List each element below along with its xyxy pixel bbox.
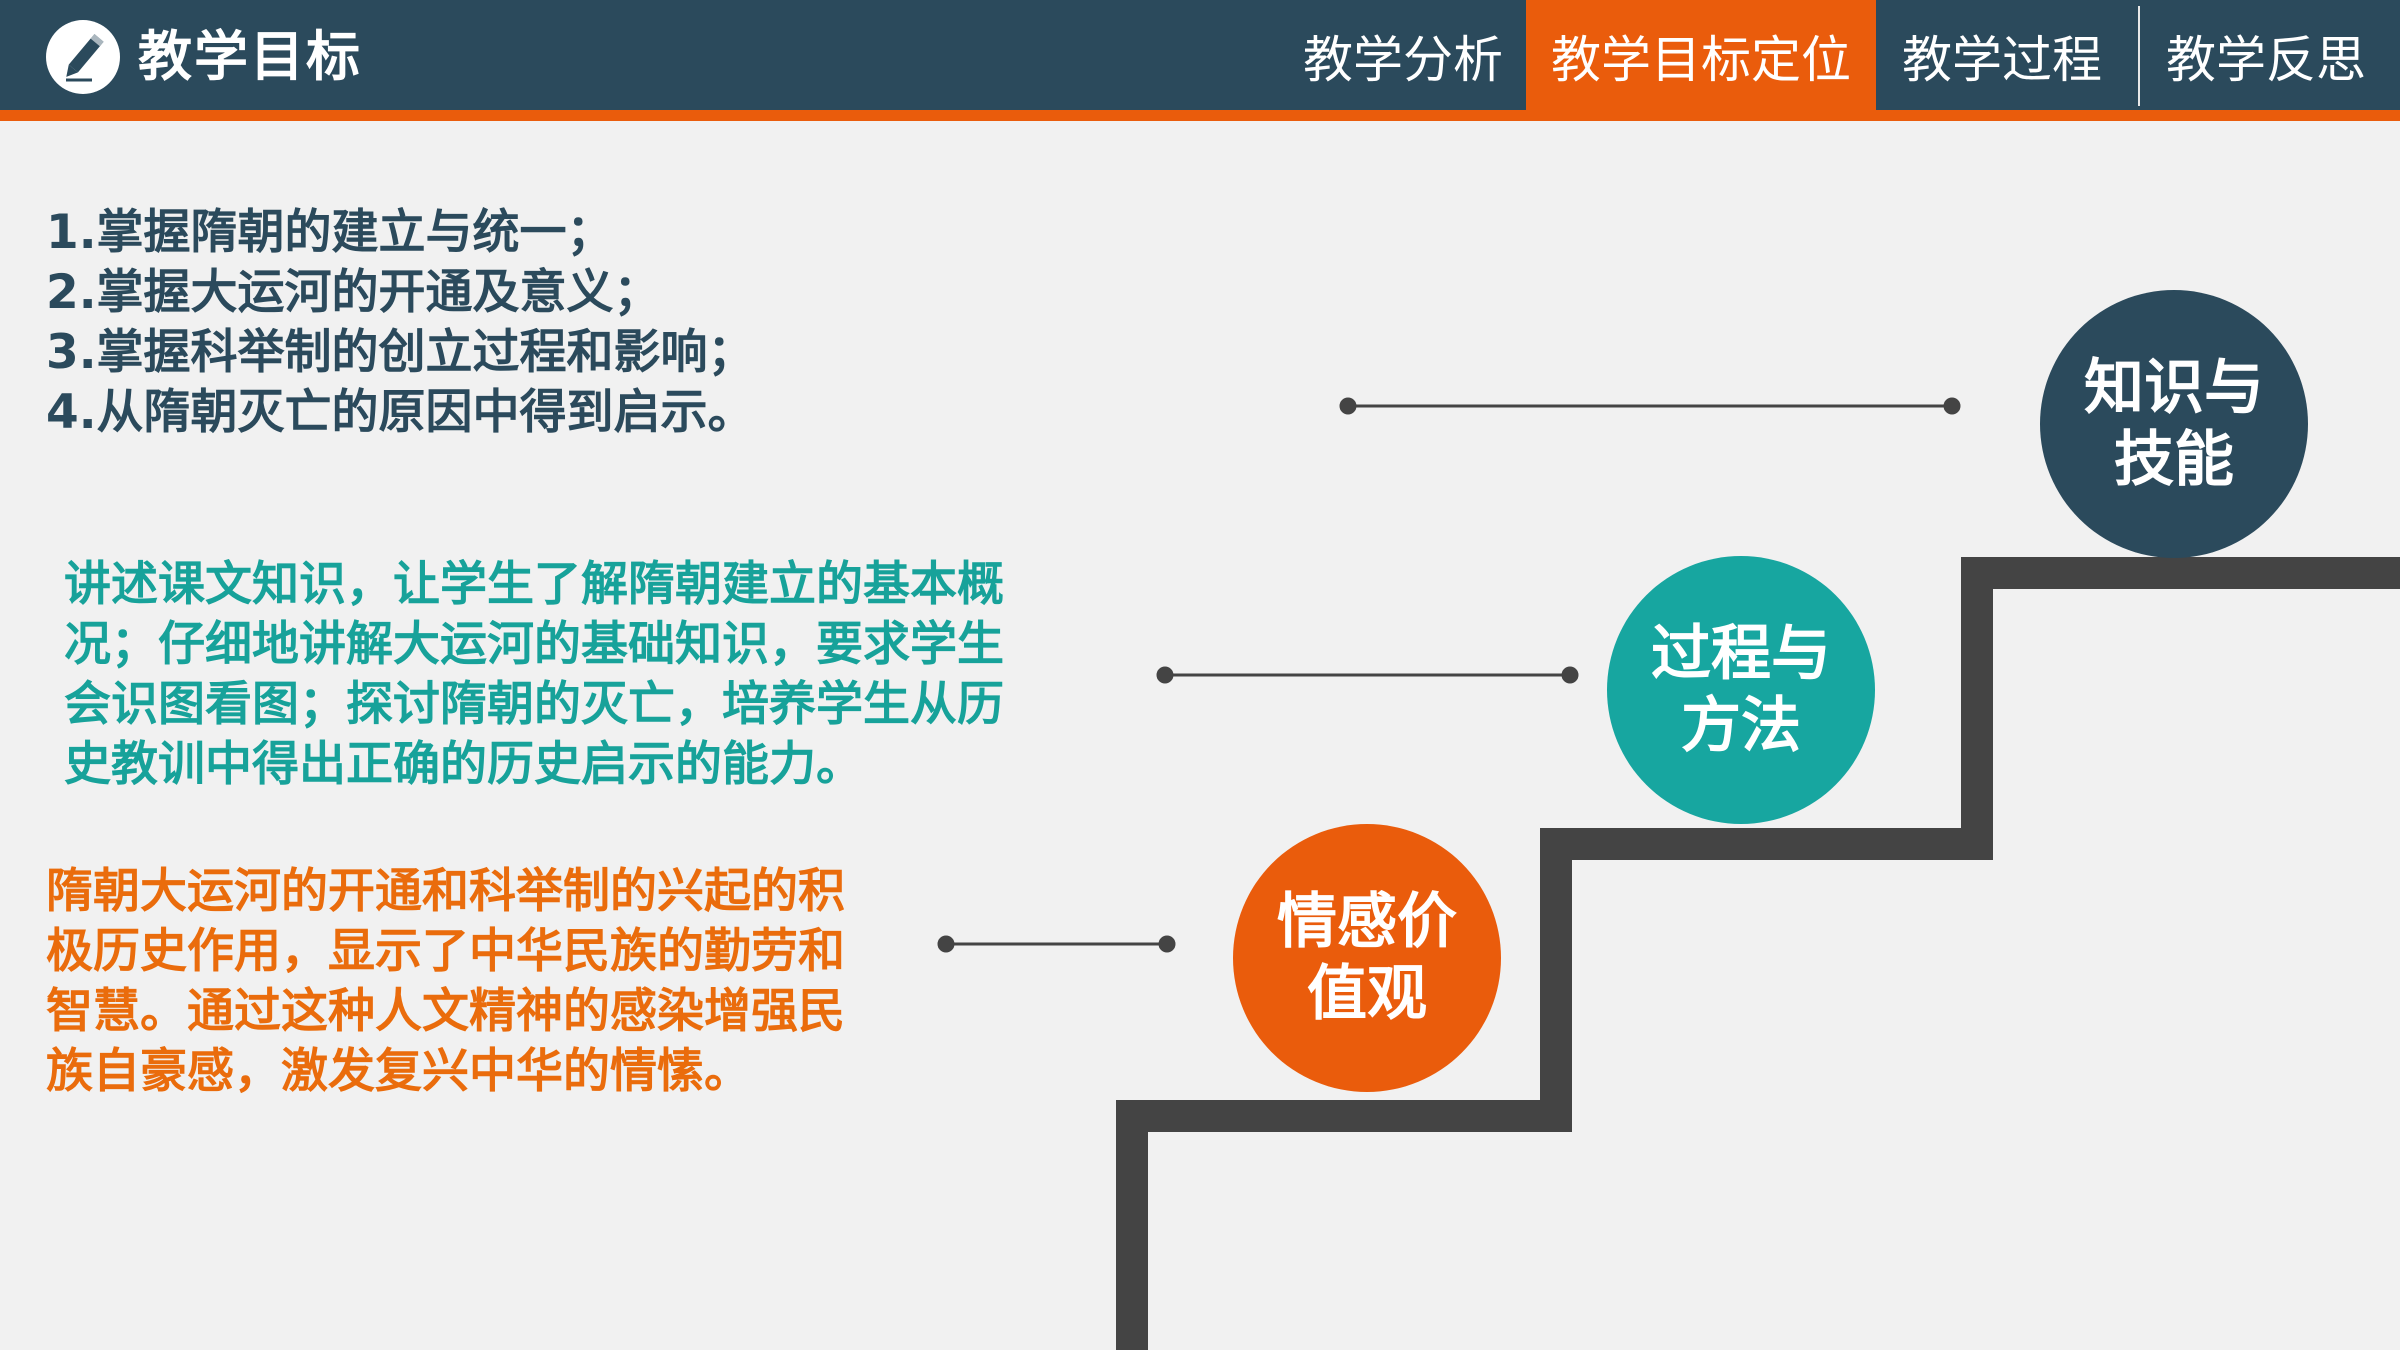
emotion-goal-line: 极历史作用，显示了中华民族的勤劳和 [46, 924, 845, 979]
knowledge-connector [1339, 397, 1961, 415]
process-goal-line: 况；仔细地讲解大运河的基础知识，要求学生 [64, 617, 1004, 672]
emotion-goal-line: 隋朝大运河的开通和科举制的兴起的积 [46, 864, 845, 919]
tab-goal-positioning[interactable]: 教学目标定位 [1526, 0, 1876, 110]
badge-label: 值观 [1307, 959, 1427, 1029]
process-method-badge: 过程与 方法 [1607, 556, 1875, 824]
emotion-connector [937, 935, 1176, 953]
badge-label: 技能 [2114, 425, 2234, 495]
knowledge-skills-badge: 知识与 技能 [2040, 290, 2308, 558]
badge-label: 过程与 [1651, 619, 1831, 689]
knowledge-goals-text: 1.掌握隋朝的建立与统一； 2.掌握大运河的开通及意义； 3.掌握科举制的创立过… [46, 203, 755, 443]
badge-label: 知识与 [2084, 353, 2264, 423]
tab-teaching-reflection[interactable]: 教学反思 [2166, 31, 2366, 89]
emotion-goal-line: 族自豪感，激发复兴中华的情愫。 [46, 1044, 751, 1099]
pencil-icon [46, 20, 120, 94]
header-accent-line [0, 110, 2400, 121]
knowledge-goal-line: 1.掌握隋朝的建立与统一； [46, 205, 614, 260]
knowledge-goal-line: 4.从隋朝灭亡的原因中得到启示。 [46, 385, 755, 440]
process-goals-text: 讲述课文知识，让学生了解隋朝建立的基本概 况；仔细地讲解大运河的基础知识，要求学… [64, 555, 1004, 795]
knowledge-goal-line: 2.掌握大运河的开通及意义； [46, 265, 661, 320]
tab-teaching-process[interactable]: 教学过程 [1902, 31, 2102, 89]
emotion-goal-line: 智慧。通过这种人文精神的感染增强民 [46, 984, 845, 1039]
badge-label: 情感价 [1277, 887, 1457, 957]
emotion-goals-text: 隋朝大运河的开通和科举制的兴起的积 极历史作用，显示了中华民族的勤劳和 智慧。通… [46, 862, 845, 1102]
staircase-steps [1116, 557, 2400, 1350]
header-bar [0, 0, 2400, 110]
process-goal-line: 史教训中得出正确的历史启示的能力。 [64, 737, 863, 792]
process-connector [1156, 666, 1579, 684]
process-goal-line: 讲述课文知识，让学生了解隋朝建立的基本概 [64, 557, 1004, 612]
emotion-values-badge: 情感价 值观 [1233, 824, 1501, 1092]
process-goal-line: 会识图看图；探讨隋朝的灭亡，培养学生从历 [64, 677, 1004, 732]
tab-divider [2138, 6, 2140, 106]
knowledge-goal-line: 3.掌握科举制的创立过程和影响； [46, 325, 755, 380]
badge-label: 方法 [1681, 691, 1801, 761]
tab-teaching-analysis[interactable]: 教学分析 [1303, 31, 1503, 89]
page-title: 教学目标 [138, 25, 362, 88]
